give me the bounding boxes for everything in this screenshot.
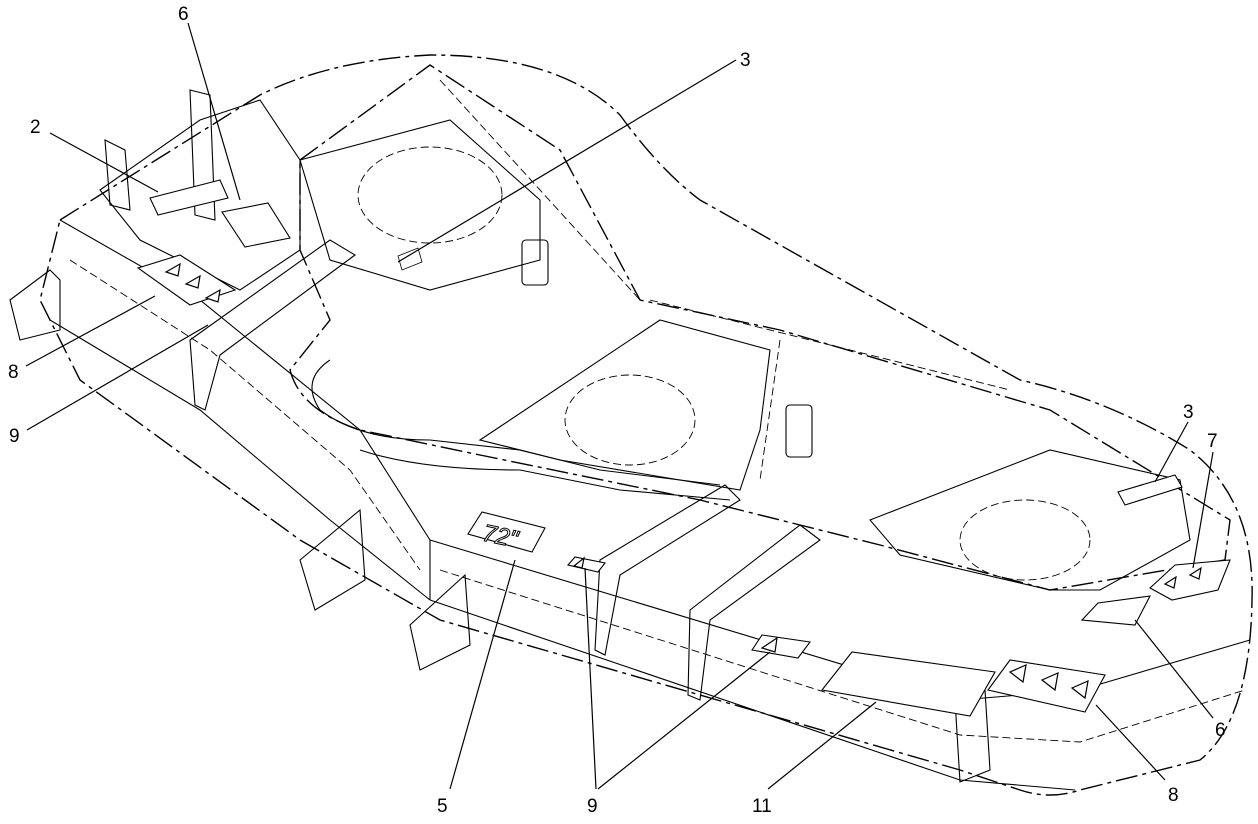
- leader-3-left: [397, 59, 737, 263]
- center-baffle-lower: [359, 449, 731, 501]
- decal-9-front-left: [566, 556, 606, 573]
- center-spindle-opening: [564, 374, 696, 466]
- leader-6-rear: [187, 22, 241, 201]
- front-hitch-arm-right: [687, 524, 821, 701]
- decal-8-rear-triangle-3: [204, 288, 221, 303]
- callout-numbers: 2 6 3 8 9 3 7 5 9 11 8 6: [8, 4, 1226, 817]
- callout-11: 11: [752, 796, 772, 817]
- decal-8-front-triangle-3: [1070, 680, 1089, 700]
- left-spindle-plate: [299, 119, 541, 291]
- left-rail-top: [59, 219, 431, 541]
- decal-2: [149, 179, 229, 216]
- leader-9-rear: [26, 324, 209, 431]
- center-baffle: [311, 359, 721, 486]
- front-rail-mid: [439, 569, 1246, 743]
- rear-left-plate: [189, 89, 216, 221]
- right-spindle-plate: [869, 449, 1191, 591]
- left-hitch-arm: [189, 239, 356, 411]
- decal-7: [1149, 559, 1231, 601]
- callout-3-left: 3: [740, 50, 751, 71]
- decal-6-front: [1080, 595, 1151, 626]
- decal-8-rear-triangle-2: [184, 274, 201, 289]
- decal-8-rear: [136, 254, 237, 306]
- side-bracket-left: [299, 508, 366, 611]
- callout-7: 7: [1207, 431, 1218, 452]
- leader-8-front: [1095, 704, 1166, 781]
- rear-left-plate-2: [104, 139, 131, 211]
- mower-deck-drawing: [9, 54, 1253, 796]
- left-rail-bottom: [49, 319, 431, 601]
- decal-9-front-left-triangle: [572, 556, 585, 569]
- left-spindle-post: [521, 239, 549, 286]
- leader-7: [1192, 451, 1214, 569]
- decal-8-front-triangle-1: [1008, 664, 1027, 684]
- rear-left-bracket: [9, 269, 61, 341]
- callout-5: 5: [437, 796, 448, 817]
- leader-6-front: [1134, 619, 1214, 719]
- strut-1: [439, 79, 641, 301]
- center-spindle-post: [785, 404, 813, 458]
- leader-lines: [25, 22, 1214, 790]
- left-spindle-opening: [357, 146, 503, 244]
- callout-9-front: 9: [587, 796, 598, 817]
- callout-8-front: 8: [1168, 785, 1179, 806]
- callout-3-right: 3: [1183, 402, 1194, 423]
- deck-outer-outline: [39, 54, 1253, 796]
- callout-2: 2: [30, 117, 41, 138]
- decal-7-triangle-2: [1188, 566, 1202, 580]
- decal-7-triangle-1: [1163, 575, 1177, 589]
- decals: 72": [136, 179, 1231, 717]
- leader-2: [49, 132, 159, 193]
- decal-8-front-triangle-2: [1040, 672, 1059, 692]
- decal-11: [820, 651, 996, 717]
- front-hitch-arm-left: [594, 484, 741, 656]
- strut-2: [649, 299, 1011, 391]
- leader-8-rear: [25, 295, 156, 367]
- decal-9-front-center: [751, 634, 811, 659]
- decal-8-rear-triangle-1: [164, 262, 181, 277]
- decal-3-left: [397, 247, 423, 271]
- decal-9-front-center-triangle: [760, 636, 778, 653]
- callout-6-front: 6: [1215, 720, 1226, 741]
- leader-3-right: [1154, 421, 1189, 483]
- decal-6-rear: [221, 202, 291, 248]
- right-spindle-opening: [959, 499, 1091, 581]
- callout-6-rear: 6: [178, 4, 189, 25]
- leader-11: [767, 701, 877, 790]
- left-rail-hidden: [69, 259, 421, 571]
- decal-3-right: [1117, 474, 1183, 506]
- callout-8-rear: 8: [8, 362, 19, 383]
- rear-frame: [99, 99, 301, 291]
- leader-5: [449, 559, 516, 790]
- leader-9-front-a: [584, 567, 597, 790]
- callout-9-rear: 9: [9, 426, 20, 447]
- side-bracket-front: [409, 573, 471, 671]
- leader-9-front-b: [597, 651, 771, 790]
- decal-5-72-inch: [467, 511, 546, 553]
